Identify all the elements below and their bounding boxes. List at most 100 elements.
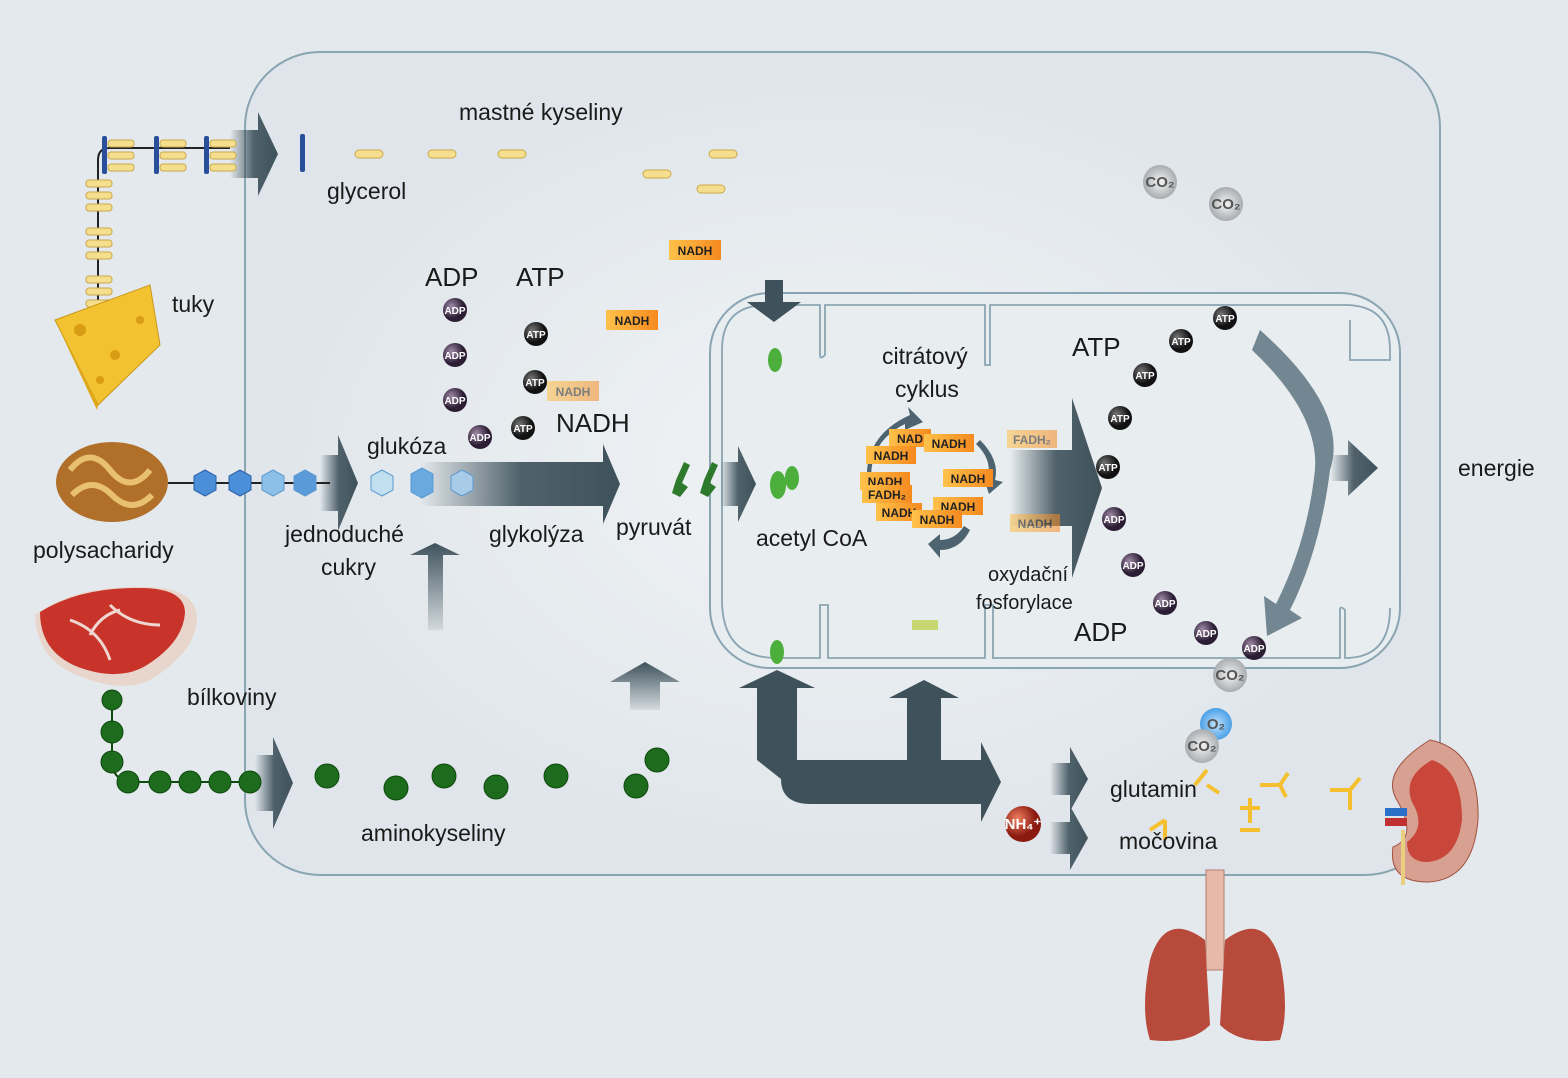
atp-icon: ATP (523, 370, 547, 394)
fat-molecule-chain (85, 134, 305, 308)
polysaccharide-chain (168, 467, 474, 499)
svg-text:CO₂: CO₂ (1211, 196, 1240, 213)
atp-icon: ATP (511, 416, 535, 440)
adp-icon: ADP (1102, 507, 1126, 531)
nadh-tag: NADH (943, 469, 993, 487)
svg-text:FADH₂: FADH₂ (868, 488, 906, 502)
label-acetyl-coa: acetyl CoA (756, 525, 868, 551)
glutamine-arrow (1050, 747, 1088, 811)
label-glutamine: glutamin (1110, 776, 1197, 802)
svg-text:NADH: NADH (1018, 517, 1053, 531)
svg-text:NAD: NAD (897, 432, 923, 446)
fat-entry-arrow (230, 112, 278, 196)
mitochondrion-inner-membrane (721, 304, 1391, 659)
nadh-tag: NADH (912, 510, 962, 528)
svg-text:NADH: NADH (920, 513, 955, 527)
nadh-tag: NADH (876, 503, 922, 521)
label-simple-sugars-1: jednoduché (284, 521, 404, 547)
adp-icon: ADP (1153, 591, 1177, 615)
label-adp-top: ADP (425, 262, 478, 292)
kidney-icon (1385, 739, 1479, 885)
svg-text:ATP: ATP (525, 378, 545, 389)
sugar-back-arrow (358, 543, 460, 630)
adp-icon: ADP (1242, 636, 1266, 660)
svg-text:ADP: ADP (469, 433, 490, 444)
meat-icon (35, 586, 197, 686)
adp-icon: ADP (443, 388, 467, 412)
label-urea: močovina (1119, 828, 1218, 854)
svg-text:ATP: ATP (1098, 463, 1118, 474)
fatty-acid-arrow (747, 280, 801, 322)
cheese-icon (54, 284, 161, 410)
adp-icon: ADP (443, 298, 467, 322)
label-proteins: bílkoviny (187, 684, 277, 710)
fatty-acid-molecules (354, 149, 738, 194)
nadh-tags: NADH NADH NADH NAD NADH NADH NADH NADH F… (547, 240, 1060, 532)
nadh-tag: NADH (547, 381, 599, 401)
pyruvate-arrow (720, 446, 756, 522)
svg-text:ADP: ADP (444, 351, 465, 362)
co2-icon: CO₂ (1213, 658, 1247, 692)
amino-up-arrow (610, 662, 680, 710)
svg-text:ATP: ATP (1110, 414, 1130, 425)
label-citrate-cycle-2: cyklus (895, 376, 959, 402)
label-oxphos-2: fosforylace (976, 592, 1073, 614)
acetyl-coa-molecules (672, 348, 938, 664)
svg-text:ADP: ADP (1243, 644, 1264, 655)
svg-text:ADP: ADP (1122, 561, 1143, 572)
atp-cycle-arrow (1252, 330, 1334, 636)
svg-text:ATP: ATP (1215, 314, 1235, 325)
svg-text:ATP: ATP (1135, 371, 1155, 382)
atp-icon: ATP (1213, 306, 1237, 330)
co2-icon: CO₂ (1209, 187, 1243, 221)
fadh2-tag: FADH₂ (1007, 430, 1057, 448)
adp-icon: ADP (443, 343, 467, 367)
amino-branch-arrows (739, 670, 1001, 822)
atp-icon: ATP (1096, 455, 1120, 479)
co2-icon: CO₂ (1143, 165, 1177, 199)
label-polysaccharides: polysacharidy (33, 537, 174, 563)
svg-text:NADH: NADH (882, 506, 917, 520)
svg-text:ADP: ADP (1195, 629, 1216, 640)
label-nadh-mid: NADH (556, 408, 630, 438)
atp-icon: ATP (1133, 363, 1157, 387)
label-glucose: glukóza (367, 433, 446, 459)
citrate-cycle-arrow-3 (928, 526, 970, 558)
atp-icon: ATP (524, 322, 548, 346)
svg-text:ADP: ADP (444, 396, 465, 407)
amino-acid-chain (100, 689, 670, 801)
urea-arrow (1050, 806, 1088, 870)
atp-molecules: ATP ATP ATP ATP ATP ATP ATP ATP (511, 306, 1237, 479)
co2-icon: CO₂ (1185, 729, 1219, 763)
label-pyruvate: pyruvát (616, 514, 692, 540)
energy-arrow (1330, 440, 1378, 496)
svg-text:NADH: NADH (615, 314, 650, 328)
nadh-tag: NADH (924, 434, 974, 452)
label-oxphos-1: oxydační (988, 564, 1068, 586)
svg-text:NADH: NADH (874, 449, 909, 463)
svg-text:CO₂: CO₂ (1187, 738, 1216, 755)
fadh2-tag: FADH₂ (862, 485, 912, 503)
glycolysis-arrow (420, 444, 620, 524)
svg-text:NH₄⁺: NH₄⁺ (1005, 816, 1042, 833)
label-energy: energie (1458, 455, 1535, 481)
adp-icon: ADP (1121, 553, 1145, 577)
nadh-tag: NADH (1010, 514, 1060, 532)
labels: mastné kyseliny glycerol tuky polysachar… (33, 99, 1535, 854)
svg-text:O₂: O₂ (1207, 716, 1225, 733)
sugar-entry-arrow (320, 435, 358, 531)
urea-molecules (1148, 768, 1362, 840)
svg-text:NADH: NADH (556, 385, 591, 399)
svg-text:ATP: ATP (526, 330, 546, 341)
citrate-cycle-arrow-2 (976, 440, 1003, 494)
label-citrate-cycle-1: citrátový (882, 343, 968, 369)
nadh-tag: NADH (866, 446, 916, 464)
adp-icon: ADP (468, 425, 492, 449)
pathway-arrows (230, 112, 1378, 870)
label-glycerol: glycerol (327, 178, 406, 204)
adp-molecules: ADP ADP ADP ADP ADP ADP ADP ADP ADP (443, 298, 1266, 660)
label-adp-mito: ADP (1074, 617, 1127, 647)
label-glycolysis: glykolýza (489, 521, 584, 547)
svg-text:CO₂: CO₂ (1215, 667, 1244, 684)
